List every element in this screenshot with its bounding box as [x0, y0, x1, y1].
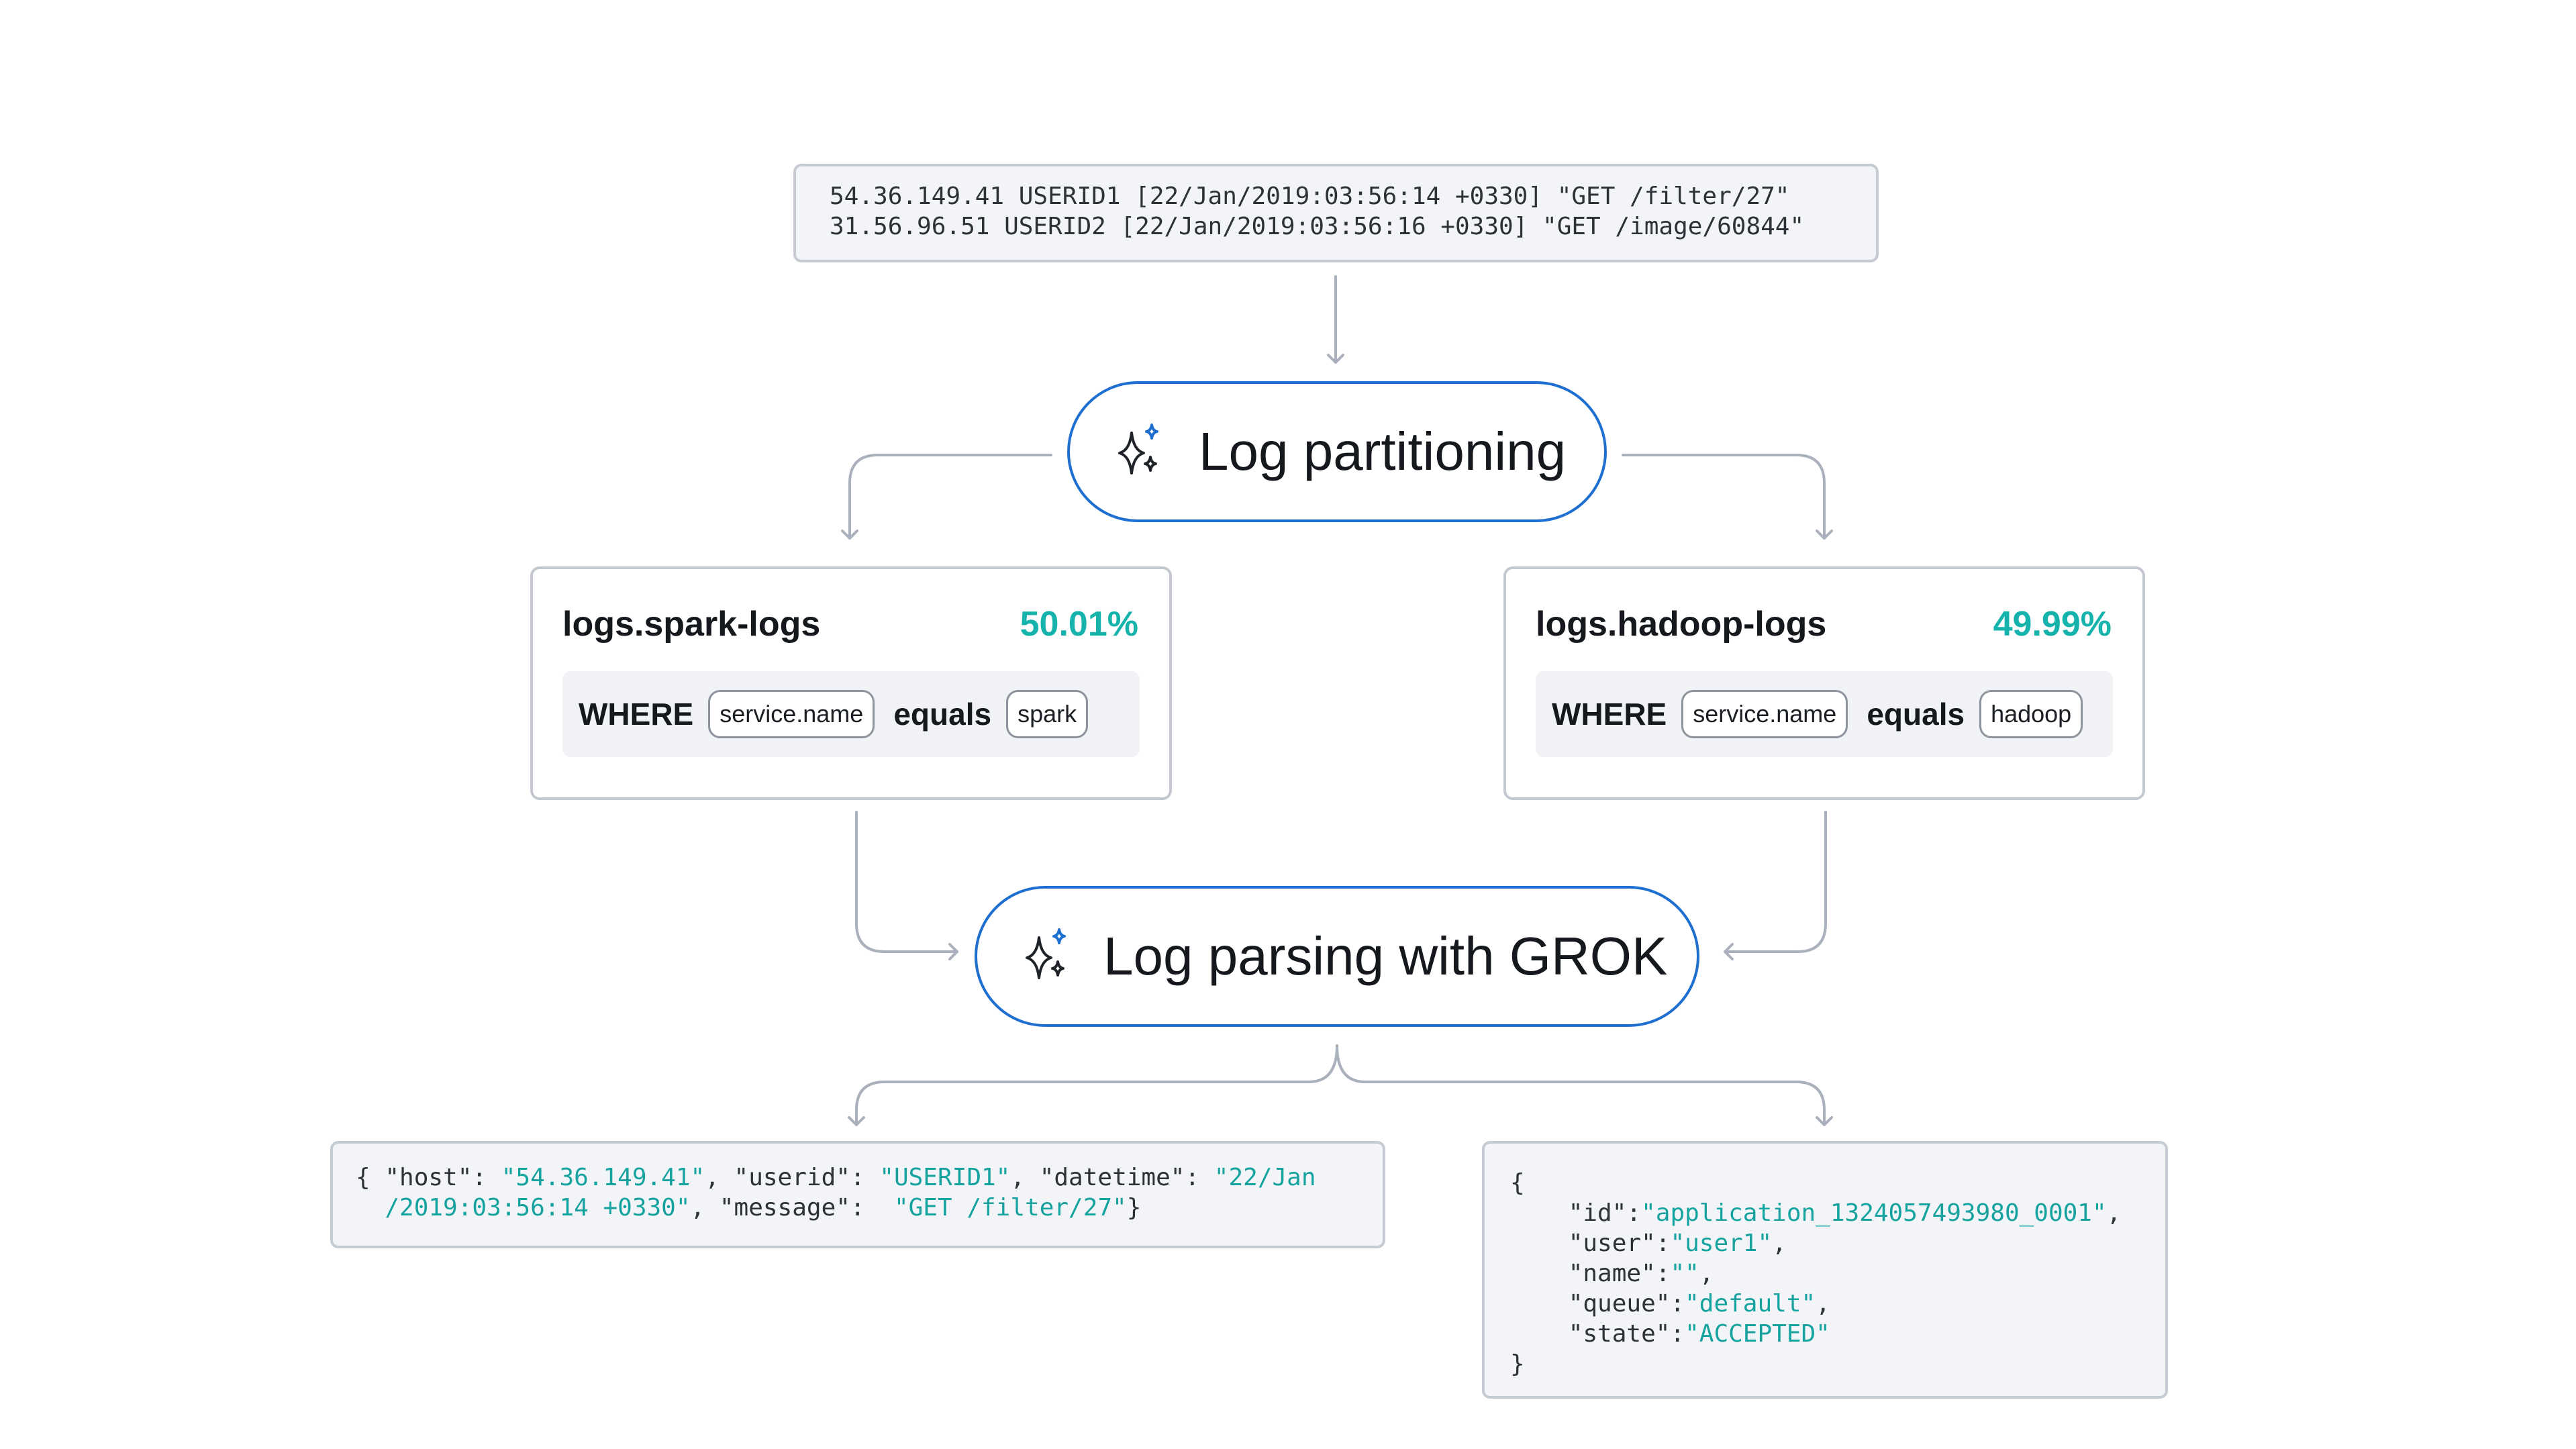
input-log-block: 54.36.149.41 USERID1 [22/Jan/2019:03:56:…: [793, 164, 1879, 262]
field-chip[interactable]: service.name: [708, 690, 875, 738]
input-log-line: 54.36.149.41 USERID1 [22/Jan/2019:03:56:…: [830, 183, 1790, 210]
json-comma: ,: [1772, 1230, 1787, 1257]
arrow-parsing-to-hadoop-output: [1336, 1044, 1833, 1126]
json-field-row: "user":"user1",: [1568, 1230, 1787, 1257]
spark-parsed-output: { "host": "54.36.149.41", "userid": "USE…: [330, 1141, 1385, 1248]
json-text: }: [1126, 1194, 1142, 1221]
hadoop-parsed-output: { "id":"application_1324057493980_0001",…: [1482, 1141, 2168, 1399]
arrow-spark-to-parsing: [855, 811, 958, 960]
json-field-row: "name":"",: [1568, 1260, 1714, 1287]
where-keyword: WHERE: [1552, 697, 1667, 732]
json-text: , "datetime":: [1010, 1164, 1214, 1191]
partition-card-spark[interactable]: logs.spark-logs 50.01% WHERE service.nam…: [530, 566, 1172, 800]
arrow-partitioning-to-hadoop: [1622, 454, 1833, 540]
json-field-row: "state":"ACCEPTED": [1568, 1320, 1830, 1348]
where-keyword: WHERE: [579, 697, 694, 732]
arrow-hadoop-to-parsing: [1724, 811, 1827, 960]
json-text: , "userid":: [705, 1164, 880, 1191]
json-value: "22/Jan: [1213, 1164, 1316, 1191]
step-title: Log partitioning: [1199, 421, 1567, 481]
json-open-brace: {: [1510, 1169, 1525, 1197]
json-comma: ,: [1816, 1290, 1830, 1317]
operator-keyword: equals: [893, 697, 992, 732]
partition-condition: WHERE service.name equals hadoop: [1536, 671, 2113, 757]
json-value: "user1": [1670, 1230, 1773, 1257]
arrow-partitioning-to-spark: [841, 454, 1052, 540]
json-text: { "host":: [356, 1164, 501, 1191]
json-key: "name": [1568, 1260, 1656, 1287]
partition-name: logs.hadoop-logs: [1536, 605, 1827, 644]
arrow-input-to-partitioning: [1327, 275, 1344, 364]
operator-keyword: equals: [1867, 697, 1965, 732]
sparkles-icon: [1118, 423, 1158, 474]
json-comma: ,: [1699, 1260, 1714, 1287]
json-line: { "host": "54.36.149.41", "userid": "USE…: [356, 1162, 1383, 1193]
json-line: /2019:03:56:14 +0330", "message": "GET /…: [356, 1193, 1383, 1223]
value-chip[interactable]: hadoop: [1979, 690, 2083, 738]
json-value: /2019:03:56:14 +0330": [385, 1194, 691, 1221]
json-key: "state": [1568, 1320, 1671, 1348]
json-key: "id": [1568, 1199, 1627, 1227]
json-value: "54.36.149.41": [501, 1164, 705, 1191]
field-chip[interactable]: service.name: [1681, 690, 1848, 738]
step-title: Log parsing with GROK: [1103, 926, 1668, 986]
json-text: , "message":: [690, 1194, 894, 1221]
partition-percentage: 49.99%: [1993, 605, 2112, 644]
input-log-line: 31.56.96.51 USERID2 [22/Jan/2019:03:56:1…: [830, 213, 1805, 240]
partition-name: logs.spark-logs: [562, 605, 821, 644]
json-field-row: "id":"application_1324057493980_0001",: [1568, 1199, 2122, 1227]
sparkles-icon: [1026, 928, 1066, 979]
partition-percentage: 50.01%: [1020, 605, 1138, 644]
json-comma: ,: [2106, 1199, 2122, 1227]
json-value: "default": [1685, 1290, 1816, 1317]
json-field-row: "queue":"default",: [1568, 1290, 1830, 1317]
partition-condition: WHERE service.name equals spark: [562, 671, 1140, 757]
json-value: "": [1670, 1260, 1699, 1287]
log-parsing-step[interactable]: Log parsing with GROK: [975, 886, 1699, 1027]
partition-card-hadoop[interactable]: logs.hadoop-logs 49.99% WHERE service.na…: [1503, 566, 2145, 800]
value-chip[interactable]: spark: [1006, 690, 1089, 738]
json-value: "GET /filter/27": [893, 1194, 1127, 1221]
json-key: "user": [1568, 1230, 1656, 1257]
json-close-brace: }: [1510, 1350, 1525, 1378]
json-value: "ACCEPTED": [1685, 1320, 1830, 1348]
json-value: "USERID1": [879, 1164, 1011, 1191]
log-partitioning-step[interactable]: Log partitioning: [1067, 381, 1607, 522]
json-value: "application_1324057493980_0001": [1641, 1199, 2107, 1227]
arrow-parsing-to-spark-output: [848, 1044, 1338, 1126]
json-key: "queue": [1568, 1290, 1671, 1317]
